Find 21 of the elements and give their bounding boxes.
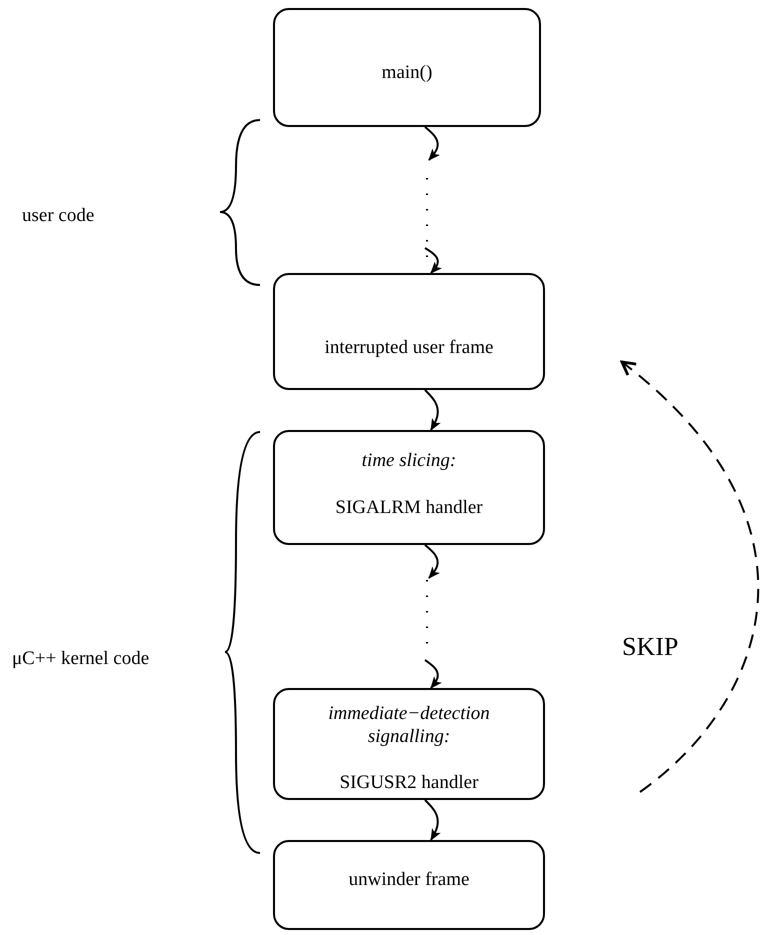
frame-box bbox=[273, 840, 545, 930]
frame-label: interrupted user frame bbox=[324, 336, 494, 358]
frame-box bbox=[273, 8, 541, 127]
arrow bbox=[424, 389, 441, 431]
frame-box bbox=[273, 273, 545, 390]
annotation-text: SKIP bbox=[622, 632, 678, 662]
arrow bbox=[424, 544, 440, 579]
frame-box bbox=[273, 430, 545, 545]
frame-heading: time slicing: bbox=[360, 448, 458, 472]
frame-label: SIGALRM handler bbox=[334, 496, 484, 518]
brace-label: μC++ kernel code bbox=[12, 647, 150, 670]
frame-label: SIGUSR2 handler bbox=[338, 770, 480, 794]
brace-label: user code bbox=[22, 204, 94, 227]
frame-label: unwinder frame bbox=[348, 868, 470, 890]
arrow bbox=[424, 659, 442, 689]
frame-label: main() bbox=[380, 60, 434, 84]
frame-box bbox=[273, 688, 545, 800]
arrow bbox=[424, 799, 441, 841]
arrow bbox=[424, 247, 442, 274]
frame-heading: immediate−detection signalling: bbox=[327, 702, 491, 748]
arrow bbox=[424, 126, 440, 161]
